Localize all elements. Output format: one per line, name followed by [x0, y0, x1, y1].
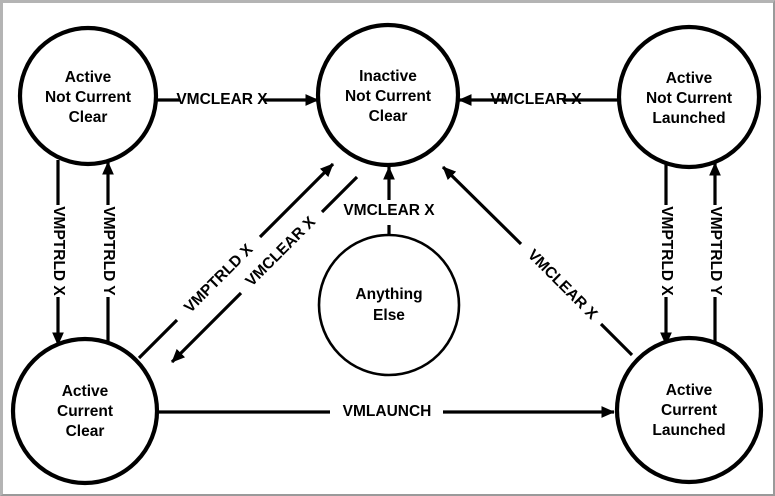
- node-label-line: Clear: [69, 109, 108, 126]
- edge-ac-launched-to-anc-launched: VMPTRLD Y: [707, 162, 724, 345]
- node-label-line: Active: [62, 383, 109, 400]
- edge-anc-clear-to-inactive: VMCLEAR X: [156, 91, 319, 108]
- node-label-line: Not Current: [45, 89, 131, 106]
- node-active-current-launched[interactable]: Active Current Launched: [614, 335, 764, 485]
- node-circle[interactable]: [614, 335, 764, 485]
- edge-anc-launched-to-inactive: VMCLEAR X: [458, 91, 619, 108]
- edge-anything-else-to-inactive: VMCLEAR X: [343, 166, 435, 235]
- node-label-line: Current: [661, 402, 717, 419]
- edge-ac-launched-to-inactive: VMCLEAR X: [441, 165, 634, 357]
- edge-label: VMCLEAR X: [524, 246, 601, 323]
- node-label-line: Launched: [652, 110, 725, 127]
- edge-anc-clear-to-ac-clear: VMPTRLD X: [50, 160, 67, 346]
- node-circle[interactable]: [17, 25, 159, 167]
- edge-label: VMCLEAR X: [176, 91, 268, 108]
- edge-anc-launched-to-ac-launched: VMPTRLD X: [658, 163, 675, 346]
- node-label-line: Clear: [369, 108, 408, 125]
- node-circle[interactable]: [616, 24, 762, 170]
- node-label-line: Active: [666, 70, 713, 87]
- edge-label: VMPTRLD Y: [707, 206, 724, 296]
- edge-label: VMCLEAR X: [490, 91, 582, 108]
- node-label-line: Active: [65, 69, 112, 86]
- node-label-line: Else: [373, 307, 405, 324]
- edge-label: VMPTRLD Y: [100, 206, 117, 296]
- node-active-current-clear[interactable]: Active Current Clear: [10, 336, 160, 486]
- edge-label: VMPTRLD X: [658, 206, 675, 296]
- node-label-line: Clear: [66, 423, 105, 440]
- node-label-line: Anything: [355, 286, 422, 303]
- node-circle[interactable]: [315, 22, 461, 168]
- edge-label: VMLAUNCH: [343, 403, 432, 420]
- edge-ac-clear-to-inactive: VMPTRLD X: [137, 162, 335, 360]
- node-active-not-current-launched[interactable]: Active Not Current Launched: [616, 24, 762, 170]
- node-label-line: Current: [57, 403, 113, 420]
- edge-ac-clear-to-anc-clear: VMPTRLD Y: [100, 161, 117, 345]
- node-label-line: Not Current: [345, 88, 431, 105]
- edge-ac-clear-to-ac-launched: VMLAUNCH: [157, 403, 615, 420]
- edge-label: VMPTRLD X: [50, 206, 67, 296]
- node-circle[interactable]: [10, 336, 160, 486]
- node-inactive-not-current-clear[interactable]: Inactive Not Current Clear: [315, 22, 461, 168]
- node-label-line: Not Current: [646, 90, 732, 107]
- node-label-line: Active: [666, 382, 713, 399]
- node-anything-else[interactable]: Anything Else: [317, 233, 461, 377]
- node-circle[interactable]: [317, 233, 461, 377]
- node-active-not-current-clear[interactable]: Active Not Current Clear: [17, 25, 159, 167]
- node-label-line: Launched: [652, 422, 725, 439]
- edge-label: VMCLEAR X: [343, 202, 435, 219]
- node-label-line: Inactive: [359, 68, 417, 85]
